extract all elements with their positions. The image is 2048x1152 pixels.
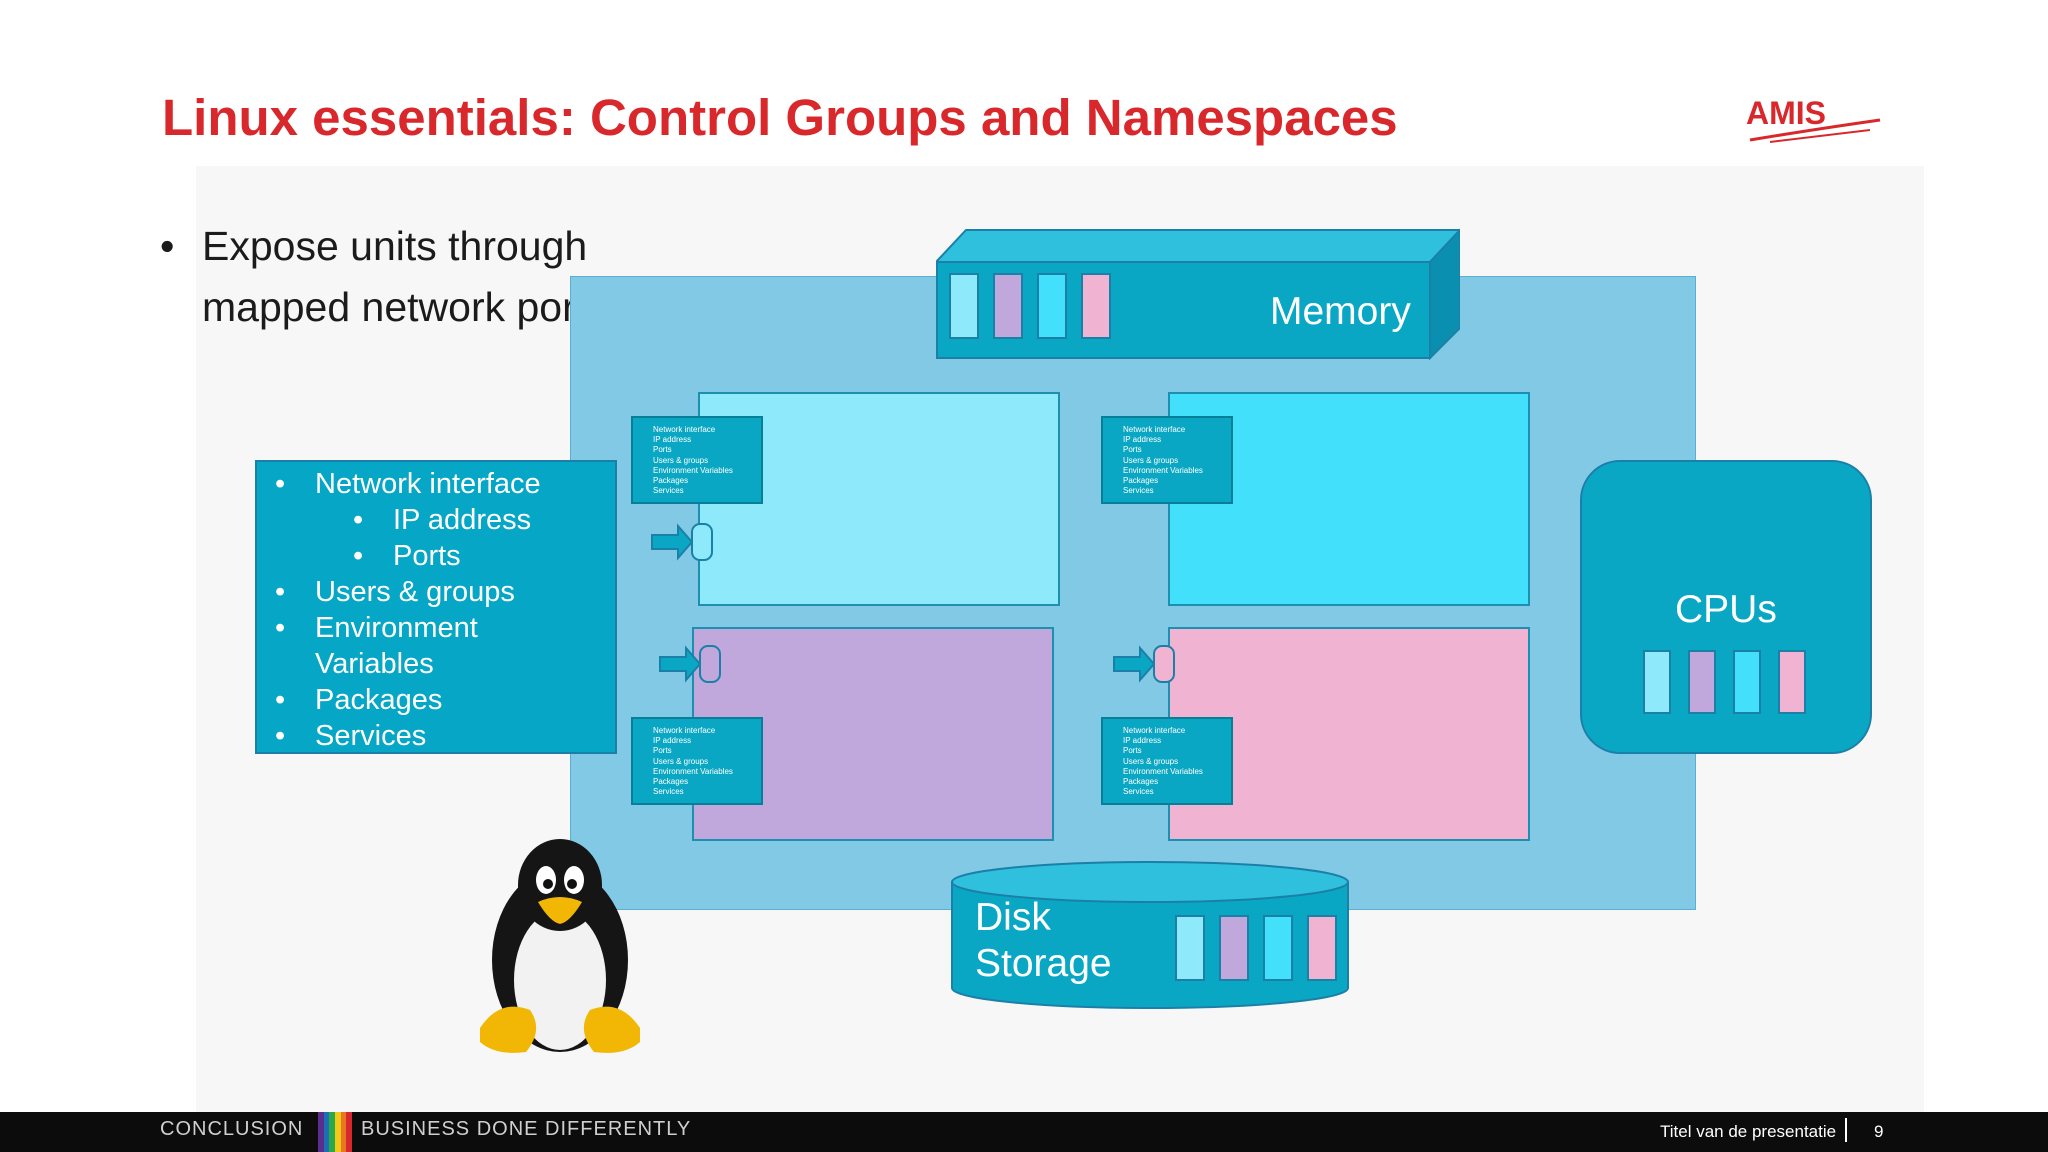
cpu-units <box>1643 650 1813 716</box>
mini-list-item: Ports <box>653 746 672 756</box>
info-list-item: Packages <box>315 684 443 716</box>
memory-label: Memory <box>1270 290 1411 333</box>
footer-tagline: BUSINESS DONE DIFFERENTLY <box>361 1118 692 1140</box>
port-icon <box>699 645 721 683</box>
bullet-dot: • <box>160 223 175 269</box>
info-list-item: Variables <box>315 648 434 680</box>
unit-block <box>1175 915 1205 981</box>
mini-list-item: Environment Variables <box>653 465 733 475</box>
info-bullet: • <box>275 720 286 752</box>
mini-list-item: Environment Variables <box>1123 766 1203 776</box>
mini-list-item: Environment Variables <box>1123 465 1203 475</box>
unit-block <box>993 273 1023 339</box>
mini-list-item: Packages <box>653 777 689 787</box>
mini-list-item: IP address <box>653 736 692 746</box>
mini-list-item: Packages <box>1123 777 1159 787</box>
unit-block <box>1778 650 1806 714</box>
mini-list-item: Ports <box>1123 746 1142 756</box>
mini-list-item: Network interface <box>1123 425 1186 434</box>
mini-list-item: IP address <box>1123 736 1162 746</box>
info-bullet: • <box>275 612 286 644</box>
disk-label-line2: Storage <box>975 942 1112 985</box>
cpus-block <box>1580 460 1872 754</box>
unit-block <box>1688 650 1716 714</box>
unit-block <box>1219 915 1249 981</box>
port-arrow-top-left <box>651 523 713 561</box>
mini-list-item: Network interface <box>653 726 716 735</box>
info-list-item: Users & groups <box>315 576 515 608</box>
info-bullet: • <box>275 684 286 716</box>
disk-label: Disk Storage <box>975 895 1112 987</box>
slide-title: Linux essentials: Control Groups and Nam… <box>162 89 1398 146</box>
bullet-text: Expose units through mapped network port… <box>202 223 608 330</box>
cpus-label: CPUs <box>1675 588 1777 631</box>
mini-list-item: Services <box>1123 486 1154 496</box>
mini-list-item: Users & groups <box>653 756 709 766</box>
mini-list-item: Environment Variables <box>653 766 733 776</box>
unit-block <box>1263 915 1293 981</box>
mini-list-item: Packages <box>653 476 689 486</box>
info-list-item: IP address <box>393 504 532 536</box>
info-list-item: Services <box>315 720 427 752</box>
info-bullet: • <box>275 576 286 608</box>
footer-left-label: CONCLUSION <box>160 1118 304 1140</box>
namespace-info-box: • Network interface • IP address • Ports • User… <box>255 460 617 754</box>
mini-list-item: Ports <box>653 445 672 455</box>
memory-block <box>936 228 1460 360</box>
info-bullet: • <box>275 468 286 500</box>
mini-list-item: Users & groups <box>1123 756 1179 766</box>
info-list-item: Network interface <box>315 468 541 500</box>
footer-separator <box>1845 1118 1847 1142</box>
port-icon <box>691 523 713 561</box>
port-arrow-bottom-left <box>659 645 721 683</box>
unit-block <box>1081 273 1111 339</box>
info-bullet: • <box>353 540 364 572</box>
unit-block <box>1733 650 1761 714</box>
disk-storage <box>951 861 1349 1009</box>
port-arrow-bottom-right <box>1113 645 1175 683</box>
mini-list-item: IP address <box>1123 435 1162 445</box>
mini-list-item: Services <box>653 486 684 496</box>
unit-block <box>1037 273 1067 339</box>
mini-list-item: Services <box>1123 787 1154 797</box>
port-icon <box>1153 645 1175 683</box>
mini-list-item: Users & groups <box>1123 455 1179 465</box>
info-list-item: Environment <box>315 612 478 644</box>
amis-logo: AMIS <box>1746 95 1881 143</box>
mini-list-item: Network interface <box>653 425 716 434</box>
unit-block <box>1643 650 1671 714</box>
footer-presentation-title: Titel van de presentatie <box>1660 1122 1837 1141</box>
logo-text: AMIS <box>1746 95 1826 131</box>
tux-penguin-icon <box>480 839 640 1053</box>
unit-block <box>949 273 979 339</box>
mini-list-item: Network interface <box>1123 726 1186 735</box>
unit-block <box>1307 915 1337 981</box>
footer-page-number: 9 <box>1874 1122 1884 1141</box>
mini-list-item: Ports <box>1123 445 1142 455</box>
mini-list-item: IP address <box>653 435 692 445</box>
disk-label-line1: Disk <box>975 896 1051 939</box>
info-list-item: Ports <box>393 540 461 572</box>
mini-list-item: Packages <box>1123 476 1159 486</box>
mini-list-item: Users & groups <box>653 455 709 465</box>
footer-color-stripes <box>318 1112 353 1152</box>
info-bullet: • <box>353 504 364 536</box>
mini-list-item: Services <box>653 787 684 797</box>
